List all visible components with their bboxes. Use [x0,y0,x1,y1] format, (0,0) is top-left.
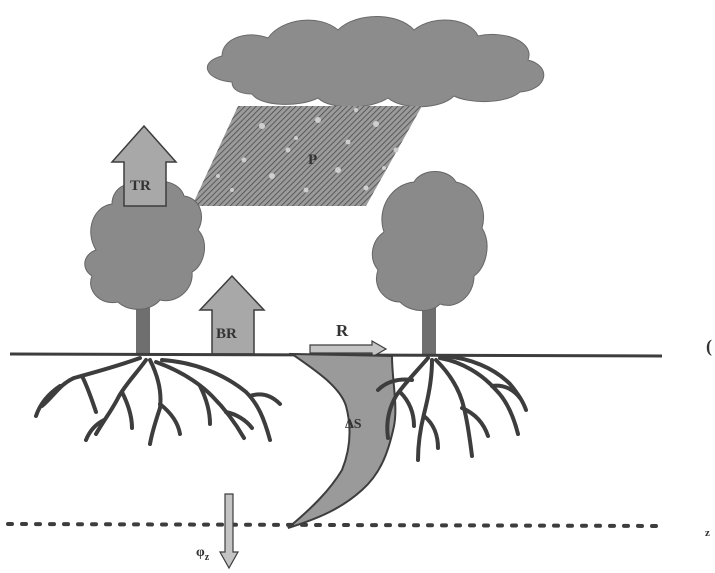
drainage-flux-arrow: φz [196,494,238,568]
right-tree [372,172,487,355]
transpiration-label: TR [130,178,151,194]
drainage-flux-label: φz [196,545,210,563]
left-roots [36,358,280,444]
precipitation-label: P [308,152,317,168]
cloud [207,17,543,108]
rain-area: P [192,106,422,206]
bare-soil-evaporation-arrow: BR [200,276,264,354]
lower-boundary-line [8,524,662,526]
runoff-label: R [336,321,349,340]
right-edge-glyph-top: ( [706,336,712,357]
right-edge-glyph-bottom: z [705,527,710,539]
runoff-arrow: R [310,321,386,357]
left-tree [85,182,205,354]
storage-change-label: ΔS [345,417,362,432]
bare-soil-evaporation-label: BR [216,326,237,342]
right-roots [378,356,526,460]
soil-storage-column: ΔS [288,354,395,528]
